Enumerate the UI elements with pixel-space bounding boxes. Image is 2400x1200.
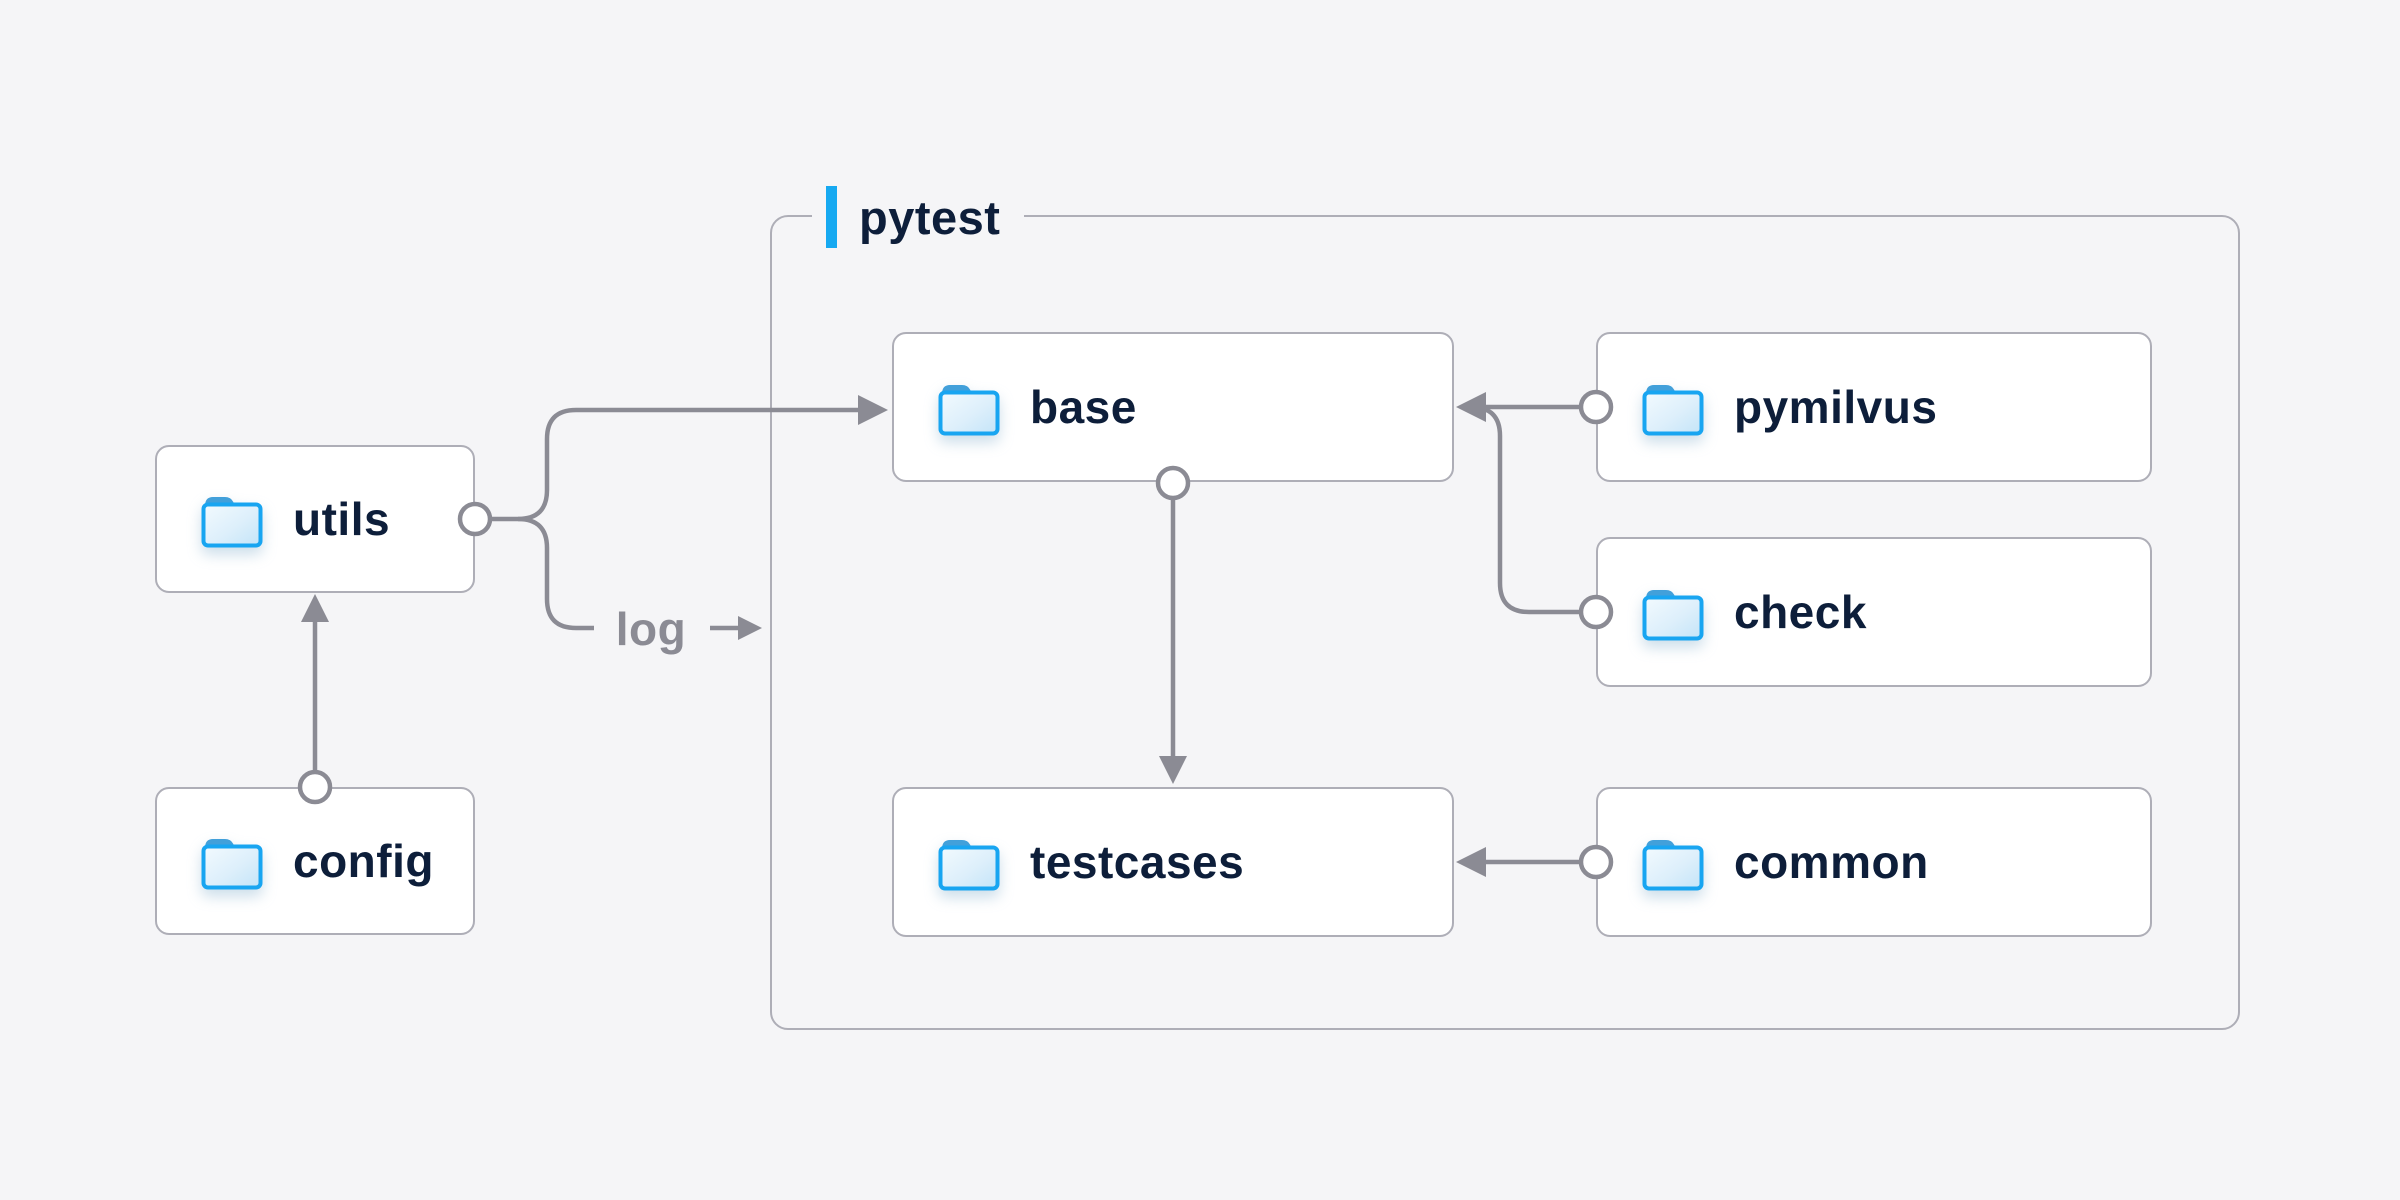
folder-node-label: config <box>293 835 434 887</box>
folder-node-utils: utils <box>155 445 475 593</box>
folder-node-config: config <box>155 787 475 935</box>
folder-node-label: common <box>1734 836 1929 888</box>
pytest-group-title: pytest <box>859 190 1001 244</box>
folder-icon <box>938 379 1000 436</box>
folder-node-label: utils <box>293 493 391 545</box>
log-edge-label: log <box>615 603 687 655</box>
folder-icon <box>1642 584 1704 641</box>
folder-node-common: common <box>1596 787 2152 937</box>
folder-node-check: check <box>1596 537 2152 687</box>
folder-node-label: testcases <box>1030 836 1245 888</box>
folder-node-base: base <box>892 332 1454 482</box>
pytest-group-container <box>770 215 2240 1030</box>
folder-node-testcases: testcases <box>892 787 1454 937</box>
pytest-group-label: pytest <box>812 184 1025 250</box>
folder-icon <box>201 491 263 548</box>
folder-icon <box>201 833 263 890</box>
folder-node-pymilvus: pymilvus <box>1596 332 2152 482</box>
folder-node-label: base <box>1030 381 1137 433</box>
folder-icon <box>1642 379 1704 436</box>
accent-bar <box>826 186 837 248</box>
folder-node-label: check <box>1734 586 1867 638</box>
folder-icon <box>1642 834 1704 891</box>
folder-node-label: pymilvus <box>1734 381 1938 433</box>
folder-icon <box>938 834 1000 891</box>
